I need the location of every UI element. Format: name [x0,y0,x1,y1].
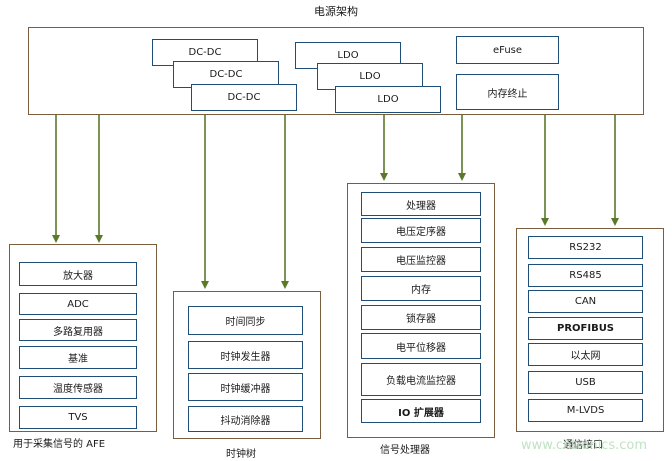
memory-termination-block: 内存终止 [456,74,559,110]
afe-item-tvs: TVS [19,406,137,429]
clock-item-generator: 时钟发生器 [188,341,303,369]
comm-item-mlvds: M-LVDS [528,399,643,422]
diagram-title: 电源架构 [314,5,358,18]
ldo-block-3: LDO [335,86,441,113]
comm-interface-group-box: RS232 RS485 CAN PROFIBUS 以太网 USB M-LVDS [516,228,664,432]
signal-item-level-shifter: 电平位移器 [361,333,481,359]
clock-item-jitter-cleaner: 抖动消除器 [188,406,303,432]
signal-item-current-monitor: 负载电流监控器 [361,363,481,396]
comm-interface-caption: 通信接口 [563,440,603,451]
comm-item-profibus: PROFIBUS [528,317,643,340]
comm-item-rs232: RS232 [528,236,643,259]
power-architecture-box: DC-DC DC-DC DC-DC LDO LDO LDO eFuse 内存终止 [28,27,644,115]
signal-processor-group-box: 处理器 电压定序器 电压监控器 内存 锁存器 电平位移器 负载电流监控器 IO … [347,183,495,438]
comm-item-can: CAN [528,290,643,313]
comm-item-usb: USB [528,371,643,394]
afe-item-reference: 基准 [19,346,137,369]
clock-item-time-sync: 时间同步 [188,306,303,335]
comm-item-ethernet: 以太网 [528,343,643,366]
clock-tree-caption: 时钟树 [226,449,256,460]
afe-item-multiplexer: 多路复用器 [19,319,137,341]
dcdc-block-3: DC-DC [191,84,297,111]
afe-item-adc: ADC [19,293,137,315]
signal-item-supervisor: 电压监控器 [361,247,481,272]
signal-item-processor: 处理器 [361,192,481,216]
clock-item-buffer: 时钟缓冲器 [188,373,303,401]
afe-item-amplifier: 放大器 [19,262,137,286]
afe-item-temp-sensor: 温度传感器 [19,376,137,399]
afe-caption: 用于采集信号的 AFE [13,439,106,450]
comm-item-rs485: RS485 [528,264,643,287]
ldo-block-2: LDO [317,63,423,90]
signal-processor-caption: 信号处理器 [380,445,430,456]
signal-item-latch: 锁存器 [361,305,481,330]
clock-tree-group-box: 时间同步 时钟发生器 时钟缓冲器 抖动消除器 [173,291,321,439]
watermark-text: www.cntronics.com [521,438,648,453]
afe-group-box: 放大器 ADC 多路复用器 基准 温度传感器 TVS [9,244,157,432]
efuse-block: eFuse [456,36,559,64]
signal-item-io-expander: IO 扩展器 [361,399,481,423]
signal-item-memory: 内存 [361,276,481,301]
signal-item-sequencer: 电压定序器 [361,218,481,243]
